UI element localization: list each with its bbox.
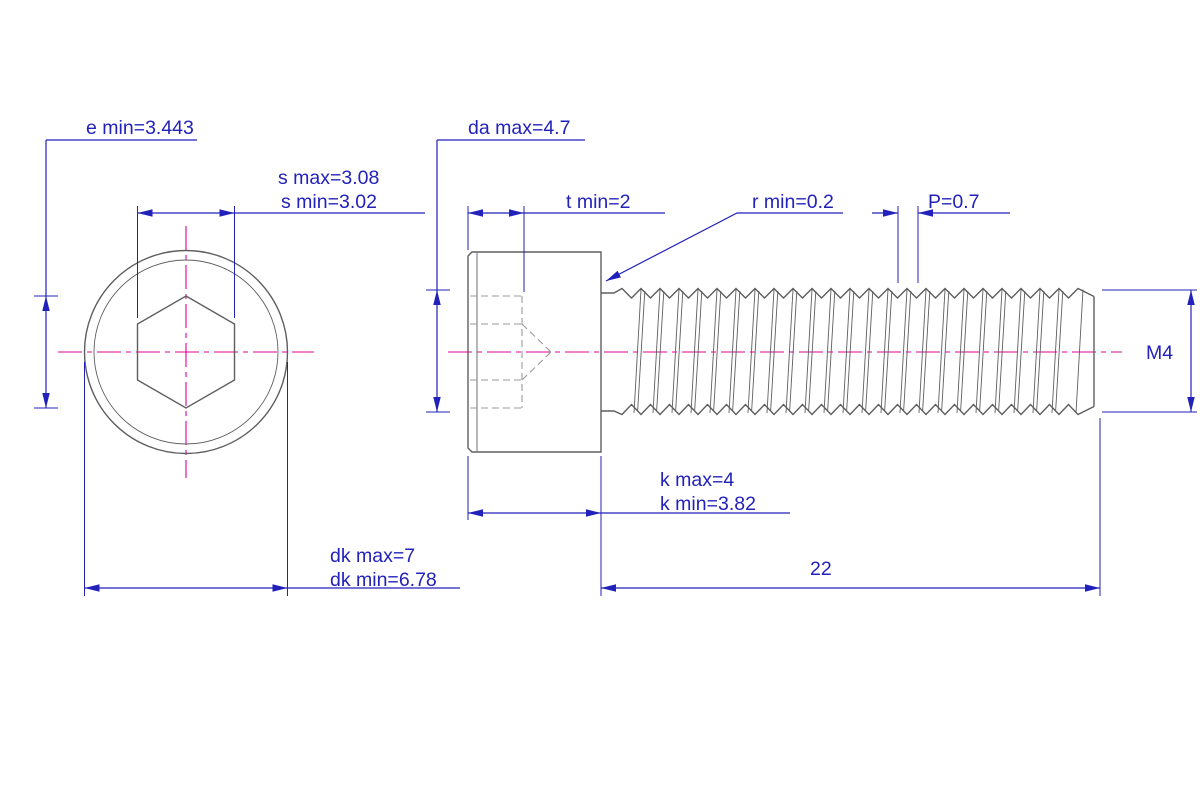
- thread-helix-lines: [633, 289, 1084, 414]
- head-outline: [467, 251, 602, 453]
- r-min-label: r min=0.2: [752, 191, 834, 213]
- threaded-shank: [601, 287, 1095, 416]
- s-max-label: s max=3.08: [278, 167, 379, 189]
- dim-t: t min=2: [467, 191, 665, 292]
- da-max-label: da max=4.7: [468, 117, 570, 139]
- e-min-label: e min=3.443: [86, 117, 194, 139]
- dimensions: e min=3.443 s max=3.08 s min=3.02 dk max…: [34, 117, 1197, 596]
- thread-bottom-profile: [601, 403, 1095, 416]
- centerlines: [58, 226, 1122, 478]
- dim-s: s max=3.08 s min=3.02: [137, 167, 425, 318]
- dim-r: r min=0.2: [605, 191, 843, 282]
- dim-e-min: e min=3.443: [34, 117, 197, 409]
- thread-length-label: 22: [810, 558, 832, 580]
- dim-dk: dk max=7 dk min=6.78: [84, 362, 460, 596]
- head-chamfer-circle: [93, 259, 279, 445]
- end-view: [83, 249, 289, 455]
- thread-top-profile: [601, 287, 1095, 299]
- k-min-label: k min=3.82: [660, 493, 756, 515]
- dim-pitch: P=0.7: [872, 191, 1010, 283]
- dim-k: k max=4 k min=3.82: [467, 456, 790, 596]
- k-max-label: k max=4: [660, 469, 734, 491]
- t-min-label: t min=2: [566, 191, 631, 213]
- s-min-label: s min=3.02: [281, 191, 377, 213]
- hidden-socket-lines: [470, 295, 552, 409]
- side-view: [467, 251, 1095, 453]
- dim-thread-size: M4: [1102, 289, 1197, 413]
- dk-max-label: dk max=7: [330, 545, 415, 567]
- head-outer-circle: [83, 249, 289, 455]
- thread-size-label: M4: [1146, 342, 1173, 364]
- pitch-label: P=0.7: [928, 191, 980, 213]
- hex-socket-outline: [136, 295, 236, 409]
- dim-da: da max=4.7: [426, 117, 585, 413]
- dim-thread-length: 22: [601, 418, 1101, 596]
- dk-min-label: dk min=6.78: [330, 569, 437, 591]
